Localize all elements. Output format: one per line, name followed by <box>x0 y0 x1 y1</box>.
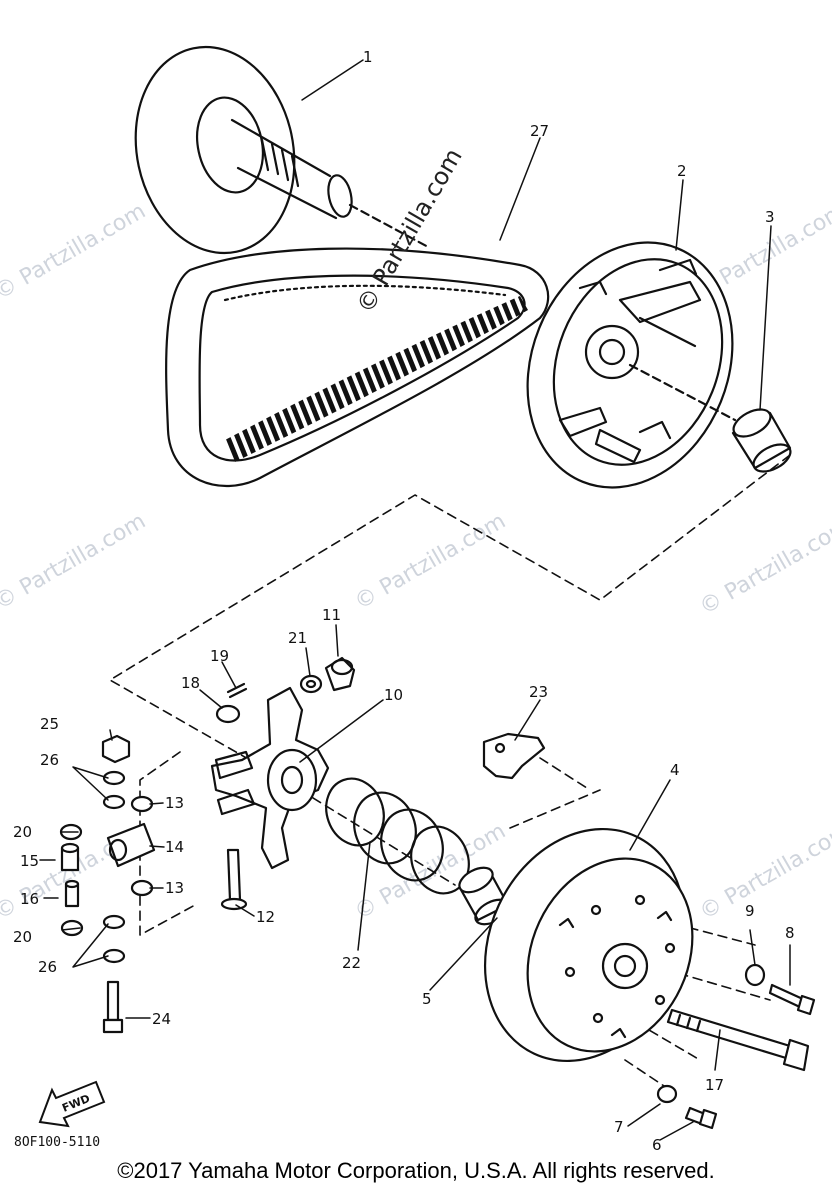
part-13-collar-lower <box>130 879 154 897</box>
callout-19: 19 <box>210 647 229 665</box>
callout-2: 2 <box>677 162 687 180</box>
part-14-weight <box>106 822 156 868</box>
callout-7: 7 <box>614 1118 624 1136</box>
part-12-pin <box>220 848 248 911</box>
callout-22: 22 <box>342 954 361 972</box>
callout-8: 8 <box>785 924 795 942</box>
part-17-long-bolt <box>666 1008 810 1072</box>
callout-26-lower: 26 <box>38 958 57 976</box>
callout-1: 1 <box>363 48 373 66</box>
part-27-v-belt <box>165 247 550 487</box>
diagram-code: 8OF100-5110 <box>14 1135 100 1150</box>
faint-watermark: © Partzilla.com <box>696 514 832 621</box>
callout-25: 25 <box>40 715 59 733</box>
callout-labels: 1 27 2 3 19 21 11 18 10 23 25 26 13 20 1… <box>13 48 795 1150</box>
leader-lines <box>39 59 791 1141</box>
copyright-notice: ©2017 Yamaha Motor Corporation, U.S.A. A… <box>117 1158 715 1183</box>
part-26-washer-lower <box>102 914 126 964</box>
callout-24: 24 <box>152 1010 171 1028</box>
callout-6: 6 <box>652 1136 662 1150</box>
callout-27: 27 <box>530 122 549 140</box>
callout-26-upper: 26 <box>40 751 59 769</box>
callout-23: 23 <box>529 683 548 701</box>
part-18-bushing <box>215 704 241 724</box>
part-5-bushing <box>458 866 510 926</box>
part-3-bushing <box>731 408 792 473</box>
faint-watermark: © Partzilla.com <box>696 819 832 926</box>
part-20-washer-lower <box>60 919 84 937</box>
part-6-bolt <box>684 1106 718 1130</box>
parts-diagram: © Partzilla.com © Partzilla.com © Partzi… <box>0 45 832 1150</box>
part-16-bushing <box>64 879 80 908</box>
callout-20-upper: 20 <box>13 823 32 841</box>
callout-21: 21 <box>288 629 307 647</box>
part-26-washer-upper <box>102 770 126 810</box>
callout-11: 11 <box>322 606 341 624</box>
callout-16: 16 <box>20 890 39 908</box>
part-9-washer <box>744 963 766 987</box>
part-2-housing <box>526 241 737 489</box>
callout-13-lower: 13 <box>165 879 184 897</box>
callout-5: 5 <box>422 990 432 1008</box>
callout-17: 17 <box>705 1076 724 1094</box>
callout-3: 3 <box>765 208 775 226</box>
callout-12: 12 <box>256 908 275 926</box>
callout-9: 9 <box>745 902 755 920</box>
callout-20-lower: 20 <box>13 928 32 946</box>
callout-4: 4 <box>670 761 680 779</box>
callout-14: 14 <box>165 838 184 856</box>
part-23-bracket <box>482 732 546 780</box>
part-1-primary-sheave <box>134 45 432 255</box>
fwd-arrow-icon: FWD <box>38 1080 106 1128</box>
callout-15: 15 <box>20 852 39 870</box>
part-19-pin <box>226 682 248 699</box>
part-11-cap <box>324 656 356 692</box>
faint-watermark: © Partzilla.com <box>0 199 150 306</box>
part-4-movable-sheave <box>483 827 694 1063</box>
faint-watermark: © Partzilla.com <box>351 509 511 616</box>
part-22-spring <box>325 777 470 895</box>
callout-10: 10 <box>384 686 403 704</box>
part-15-roller <box>60 842 80 872</box>
part-10-spider <box>210 686 330 870</box>
part-8-bolt <box>768 983 816 1016</box>
callout-13-upper: 13 <box>165 794 184 812</box>
part-21-washer <box>299 674 323 694</box>
callout-18: 18 <box>181 674 200 692</box>
part-25-nut <box>101 734 131 764</box>
part-7-washer <box>656 1084 678 1104</box>
part-24-bolt <box>102 980 124 1034</box>
part-13-collar-upper <box>130 795 154 813</box>
faint-watermark: © Partzilla.com <box>0 509 150 616</box>
